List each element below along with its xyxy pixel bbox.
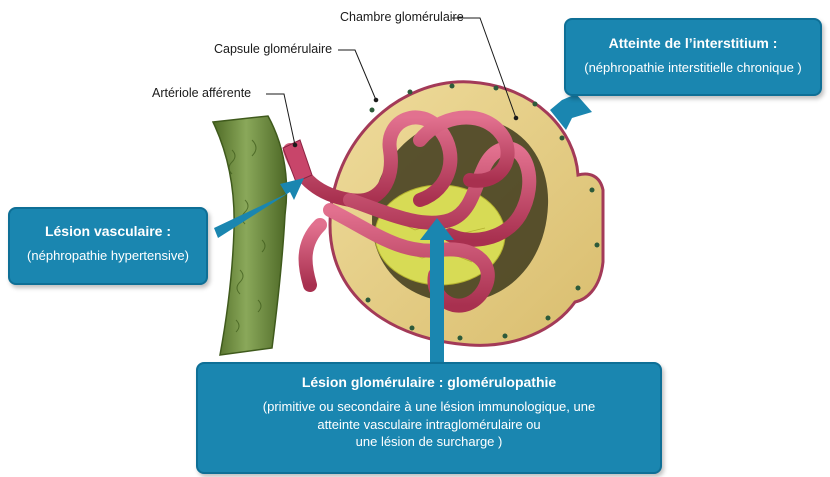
box-glomerulaire-sub-1: (primitive ou secondaire à une lésion im… bbox=[198, 398, 660, 416]
label-chambre: Chambre glomérulaire bbox=[340, 10, 464, 24]
leader-capsule bbox=[338, 50, 376, 100]
label-arteriole: Artériole afférente bbox=[152, 86, 251, 100]
box-interstitium: Atteinte de l’interstitium : (néphropath… bbox=[564, 18, 822, 96]
box-vasculaire-title: Lésion vasculaire : bbox=[10, 223, 206, 239]
box-vasculaire: Lésion vasculaire : (néphropathie hypert… bbox=[8, 207, 208, 285]
box-interstitium-sub: (néphropathie interstitielle chronique ) bbox=[566, 59, 820, 77]
box-vasculaire-sub: (néphropathie hypertensive) bbox=[10, 247, 206, 265]
box-interstitium-title: Atteinte de l’interstitium : bbox=[566, 35, 820, 51]
box-glomerulaire-sub-2: atteinte vasculaire intraglomérulaire ou bbox=[198, 416, 660, 434]
label-capsule: Capsule glomérulaire bbox=[214, 42, 332, 56]
box-glomerulaire: Lésion glomérulaire : glomérulopathie (p… bbox=[196, 362, 662, 474]
green-vessel bbox=[213, 116, 287, 355]
box-glomerulaire-title: Lésion glomérulaire : glomérulopathie bbox=[198, 374, 660, 390]
box-glomerulaire-sub-3: une lésion de surcharge ) bbox=[198, 433, 660, 451]
